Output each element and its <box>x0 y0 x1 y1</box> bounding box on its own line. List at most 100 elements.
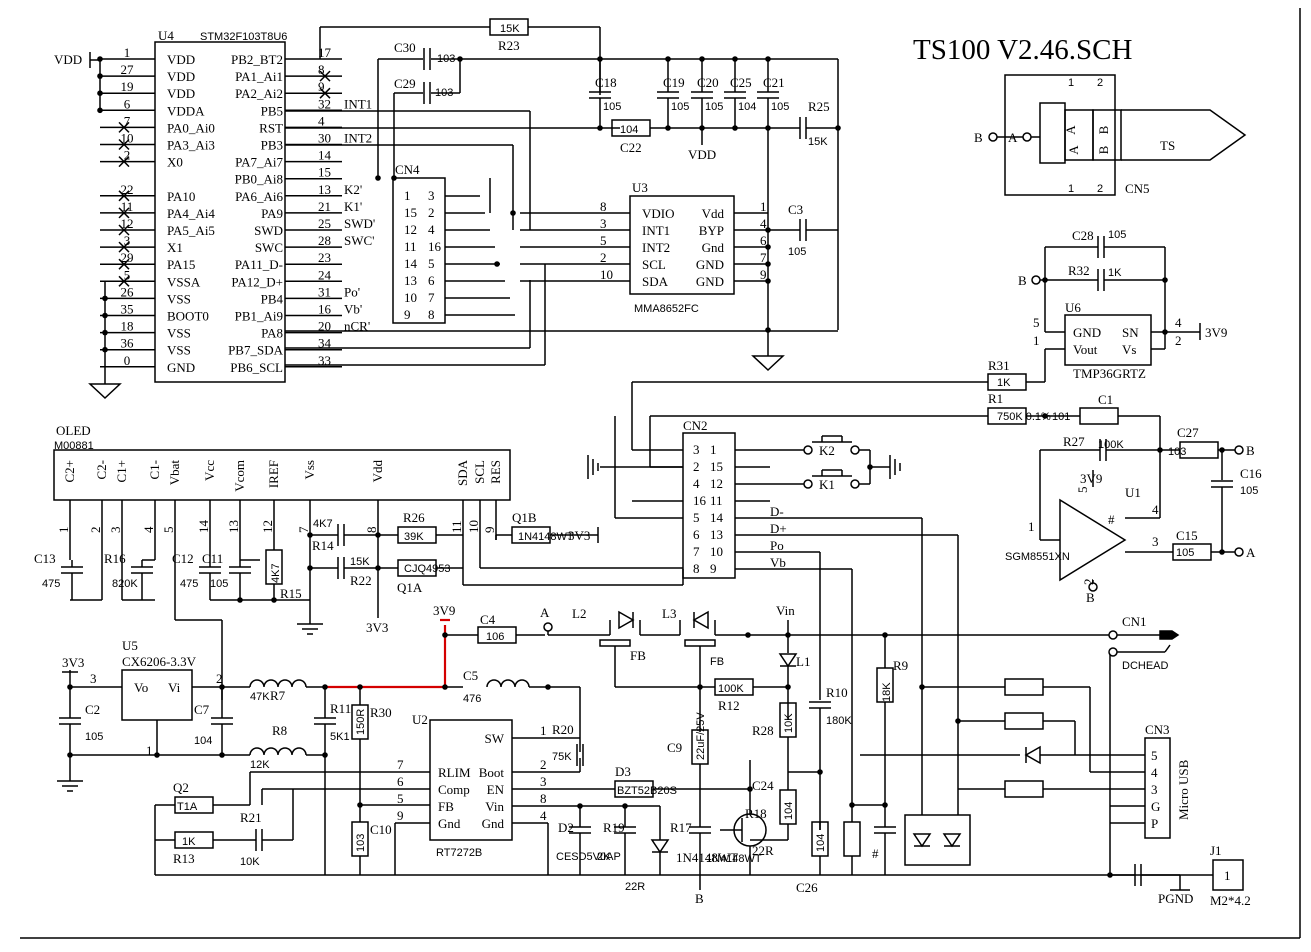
resistor-r26 <box>477 626 517 644</box>
c8-value: CESD5V0AP <box>556 851 621 863</box>
u3-right-num: 9 <box>760 267 767 282</box>
mcu-ref: U4 <box>158 28 174 43</box>
mcu-right-pin-num: 4 <box>318 113 325 128</box>
oled-pin-name: Vdd <box>370 460 385 483</box>
r10-ref: Q2 <box>173 780 189 795</box>
wire <box>118 258 130 270</box>
r32-value: 1K <box>997 377 1011 389</box>
c27-ref: C16 <box>1240 466 1262 481</box>
mcu-net-label: SWD' <box>344 216 375 231</box>
cn3-pin: 3 <box>1151 782 1158 797</box>
mcu-right-pin-num: 28 <box>318 233 331 248</box>
terminal-circle <box>1031 275 1041 285</box>
resistor-r23 <box>489 18 529 36</box>
r12-ref: D3 <box>615 764 631 779</box>
junction-dot <box>219 684 225 690</box>
mcu-right-pin-num: 23 <box>318 250 331 265</box>
u6-vout: Vout <box>1073 342 1098 357</box>
cn2-pin-right: 9 <box>710 561 717 576</box>
c22-value: 105 <box>788 246 806 258</box>
oled-pin-name: C1- <box>147 460 162 480</box>
inductor-coil <box>249 747 307 756</box>
oled-pin-num: 4 <box>141 526 156 533</box>
mcu-right-pin-num: 13 <box>318 182 331 197</box>
oled-cap-ref: C13 <box>34 551 56 566</box>
cap-ref: C20 <box>697 75 719 90</box>
junction-dot <box>457 56 463 62</box>
mcu-right-pin-name: PB1_Ai9 <box>235 309 283 324</box>
terminal-circle <box>988 132 998 142</box>
cn2-pin-right: 15 <box>710 459 723 474</box>
cn2-pin-left: 2 <box>693 459 700 474</box>
u2-left-name: Gnd <box>438 816 461 831</box>
c12-ref: R14 <box>312 538 334 553</box>
q1b-part: FB <box>710 656 724 668</box>
a-net-label: A <box>1246 545 1256 560</box>
cn4-pin-right: 8 <box>428 307 435 322</box>
ground-symbol <box>751 355 785 372</box>
junction-dot <box>67 684 73 690</box>
r25-value: 104 <box>620 124 638 136</box>
terminal-circle <box>850 445 860 455</box>
mcu-left-pin-name: VSSA <box>167 274 201 289</box>
junction-dot <box>102 312 108 319</box>
junction-dot <box>357 684 363 690</box>
u1-pin: 2 <box>1081 579 1096 586</box>
oled-pin-name: Vcc <box>202 460 217 481</box>
mcu-right-pin-num: 34 <box>318 336 332 351</box>
r28-value: 104 <box>783 802 795 820</box>
wire <box>118 190 130 202</box>
u3-left-name: INT2 <box>642 240 670 255</box>
c2-value: 104 <box>194 735 212 747</box>
r22-value: 1N4148WT <box>518 531 574 543</box>
r26-value: 106 <box>486 631 504 643</box>
junction-dot <box>154 752 160 758</box>
c10-ref: R10 <box>826 685 848 700</box>
diode-body <box>912 833 932 848</box>
r13-ref: C26 <box>796 880 818 895</box>
junction-dot <box>597 56 603 62</box>
junction-dot <box>1042 413 1048 419</box>
junction-dot <box>97 107 103 114</box>
junction-dot <box>665 56 671 62</box>
resistor-r13 <box>811 821 829 857</box>
cn4-pin-right: 5 <box>428 256 435 271</box>
u1-pin: 5 <box>1075 487 1090 494</box>
mcu-left-pin-num: 7 <box>124 113 131 128</box>
b-net-label: B <box>1018 273 1027 288</box>
resistor-r29 <box>691 729 709 765</box>
resistor-r16 <box>265 549 283 585</box>
c6-value: 10K <box>240 856 260 868</box>
r27-value: 105 <box>1176 547 1194 559</box>
inductor-coil <box>486 679 530 688</box>
terminal-circle <box>1022 132 1032 142</box>
junction-dot <box>817 769 823 775</box>
junction-dot <box>1107 872 1113 878</box>
u6-pin: 4 <box>1175 315 1182 330</box>
mcu-right-pin-num: 14 <box>318 148 332 163</box>
u3-right-name: GND <box>696 257 724 272</box>
r30-ref: R28 <box>752 723 774 738</box>
junction-dot <box>1162 329 1168 335</box>
u6-pin: 1 <box>1033 333 1040 348</box>
accel-u3-body <box>629 195 735 295</box>
cap-value: 104 <box>738 101 756 113</box>
oled-pin-num: 5 <box>161 527 176 534</box>
junction-dot <box>747 786 753 792</box>
mcu-right-pin-name: PA12_D+ <box>231 274 283 289</box>
mcu-u4-body <box>154 41 286 383</box>
mcu-left-pin-name: VDD <box>167 86 195 101</box>
mcu-right-pin-name: PA8 <box>261 326 283 341</box>
cn5-b-label: B <box>1096 125 1111 134</box>
junction-dot <box>375 532 381 538</box>
cn5-pin: 1 <box>1068 77 1074 89</box>
terminal-circle <box>543 622 553 632</box>
mcu-right-pin-name: PA2_Ai2 <box>235 86 283 101</box>
cn5-pin: 1 <box>1068 183 1074 195</box>
cn2-pin-right: 11 <box>710 493 723 508</box>
wire <box>118 207 130 219</box>
u3-left-num: 3 <box>600 216 607 231</box>
ground-symbol <box>88 383 122 400</box>
resistor-r31 <box>987 407 1027 425</box>
junction-dot <box>699 56 705 62</box>
